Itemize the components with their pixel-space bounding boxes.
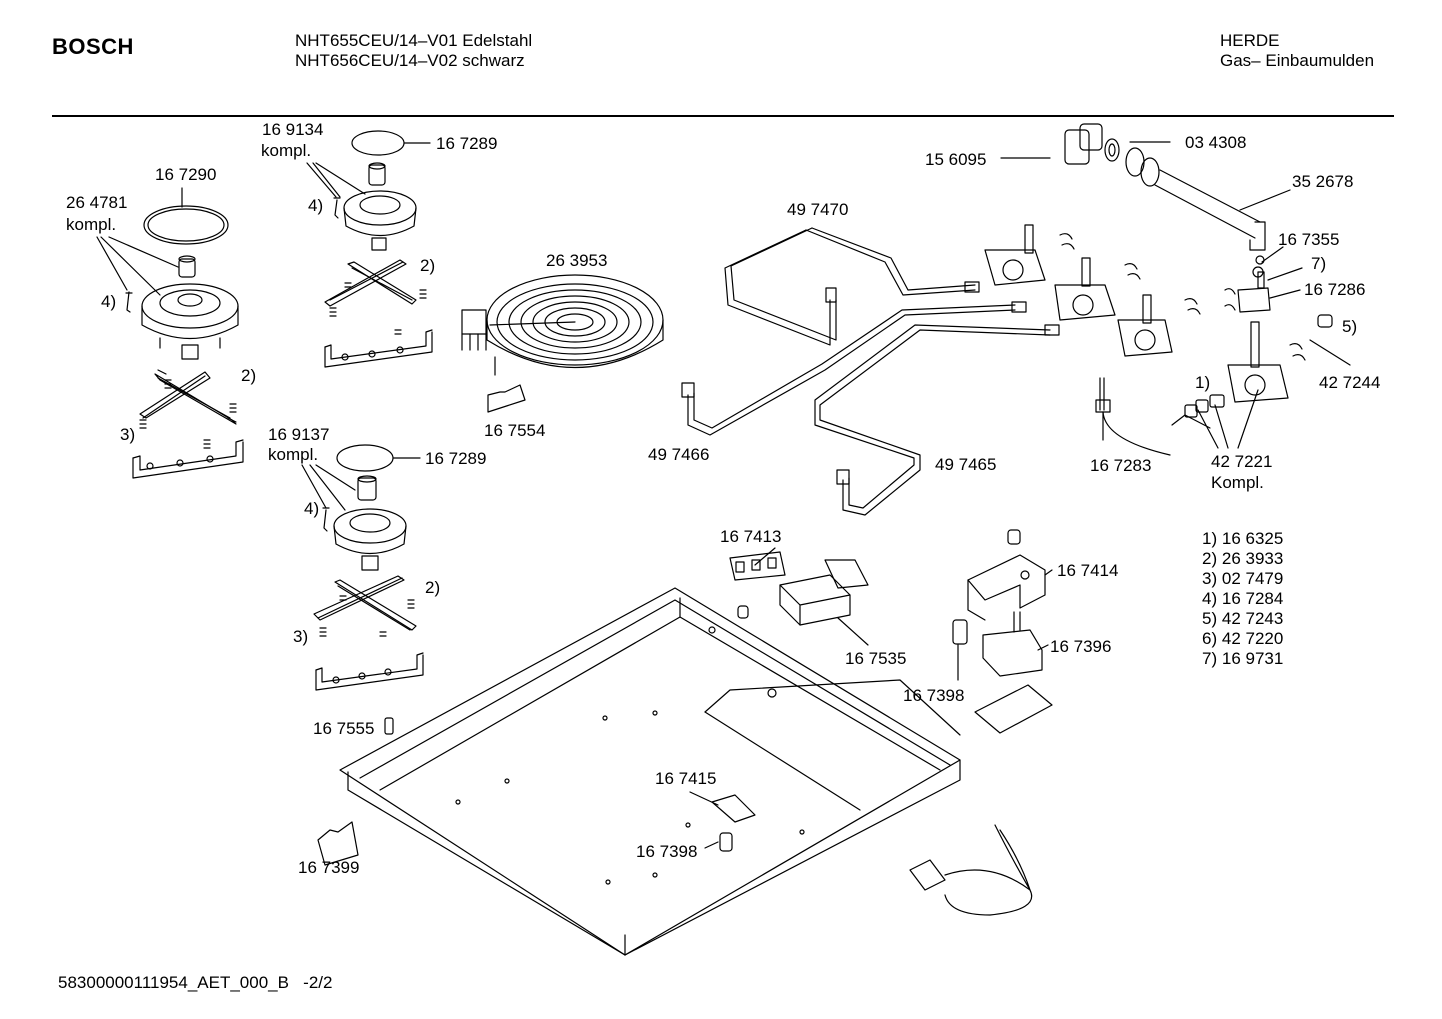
legend-row: 1) 16 6325 <box>1202 529 1283 549</box>
legend-part: 16 7284 <box>1221 589 1284 608</box>
electrical-parts <box>730 530 1052 915</box>
label-note7: 7) <box>1311 254 1327 273</box>
label-263953: 26 3953 <box>546 251 608 270</box>
label-167554: 16 7554 <box>484 421 546 440</box>
legend-num: 3) <box>1202 569 1218 588</box>
legend-num: 1) <box>1202 529 1218 548</box>
label-note2-top: 2) <box>420 256 436 275</box>
label-497466: 49 7466 <box>648 445 710 464</box>
legend-row: 2) 26 3933 <box>1202 549 1283 569</box>
brand-logo: BOSCH <box>52 34 134 59</box>
header-rule <box>52 115 1394 117</box>
label-note1: 1) <box>1195 373 1211 392</box>
label-427221: 42 7221 <box>1211 452 1273 471</box>
label-169137: 16 9137 <box>268 425 330 444</box>
label-156095: 15 6095 <box>925 150 987 169</box>
legend-num: 7) <box>1202 649 1218 668</box>
label-note3-left: 3) <box>120 425 136 444</box>
legend-num: 5) <box>1202 609 1218 628</box>
label-169137-kompl: kompl. <box>268 445 319 464</box>
label-427221-kompl: Kompl. <box>1211 473 1264 492</box>
label-497465: 49 7465 <box>935 455 997 474</box>
label-352678: 35 2678 <box>1292 172 1354 191</box>
footer-doc-id: 58300000111954_AET_000_B <box>58 973 289 992</box>
legend-row: 6) 42 7220 <box>1202 629 1283 649</box>
label-167399: 16 7399 <box>298 858 360 877</box>
label-note5: 5) <box>1342 317 1358 336</box>
legend-row: 7) 16 9731 <box>1202 649 1283 669</box>
label-note4-top: 4) <box>308 196 324 215</box>
legend-part: 26 3933 <box>1221 549 1284 568</box>
legend-part: 16 6325 <box>1221 529 1284 548</box>
legend-row: 4) 16 7284 <box>1202 589 1283 609</box>
bottom-tray <box>340 588 960 955</box>
leader-lines <box>182 142 1350 848</box>
label-167555: 16 7555 <box>313 719 375 738</box>
label-167283: 16 7283 <box>1090 456 1152 475</box>
legend-part: 16 9731 <box>1221 649 1284 668</box>
label-167414: 16 7414 <box>1057 561 1119 580</box>
label-167355: 16 7355 <box>1278 230 1340 249</box>
label-167535: 16 7535 <box>845 649 907 668</box>
model-line-2: NHT656CEU/14–V02 schwarz <box>295 51 525 70</box>
legend: 1) 16 6325 2) 26 3933 3) 02 7479 4) 16 7… <box>1202 529 1283 669</box>
label-167290: 16 7290 <box>155 165 217 184</box>
label-note4-left: 4) <box>101 292 117 311</box>
top-middle-burner-assembly <box>307 131 432 367</box>
footer: 58300000111954_AET_000_B -2/2 <box>58 973 332 993</box>
label-note3-mid: 3) <box>293 627 309 646</box>
gas-valves <box>985 225 1332 455</box>
category-line-1: HERDE <box>1220 31 1280 50</box>
legend-num: 4) <box>1202 589 1218 608</box>
legend-row: 5) 42 7243 <box>1202 609 1283 629</box>
label-167289-mid: 16 7289 <box>425 449 487 468</box>
electric-hotplate <box>462 275 663 412</box>
label-167413: 16 7413 <box>720 527 782 546</box>
lower-middle-burner-assembly <box>302 445 423 690</box>
gas-tubes <box>682 228 1059 515</box>
label-169134: 16 9134 <box>262 120 324 139</box>
label-264781-kompl: kompl. <box>66 215 117 234</box>
label-167398-b: 16 7398 <box>636 842 698 861</box>
label-169134-kompl: kompl. <box>261 141 312 160</box>
category-line-2: Gas– Einbaumulden <box>1220 51 1375 70</box>
legend-part: 02 7479 <box>1221 569 1284 588</box>
label-note2-left: 2) <box>241 366 257 385</box>
label-note2-mid: 2) <box>425 578 441 597</box>
legend-part: 42 7220 <box>1221 629 1284 648</box>
label-427244: 42 7244 <box>1319 373 1381 392</box>
footer-page: -2/2 <box>303 973 333 992</box>
label-167398-a: 16 7398 <box>903 686 965 705</box>
legend-row: 3) 02 7479 <box>1202 569 1283 589</box>
bracket-167399 <box>318 822 358 865</box>
label-167396: 16 7396 <box>1050 637 1112 656</box>
legend-num: 2) <box>1202 549 1218 568</box>
label-note4-mid: 4) <box>304 499 320 518</box>
label-167286: 16 7286 <box>1304 280 1366 299</box>
legend-part: 42 7243 <box>1221 609 1284 628</box>
label-497470: 49 7470 <box>787 200 849 219</box>
label-264781: 26 4781 <box>66 193 128 212</box>
label-034308: 03 4308 <box>1185 133 1247 152</box>
gas-inlet-connection <box>1065 124 1265 250</box>
label-167289-top: 16 7289 <box>436 134 498 153</box>
label-167415: 16 7415 <box>655 769 717 788</box>
model-line-1: NHT655CEU/14–V01 Edelstahl <box>295 31 533 50</box>
left-burner-assembly <box>97 206 243 478</box>
legend-num: 6) <box>1202 629 1218 648</box>
